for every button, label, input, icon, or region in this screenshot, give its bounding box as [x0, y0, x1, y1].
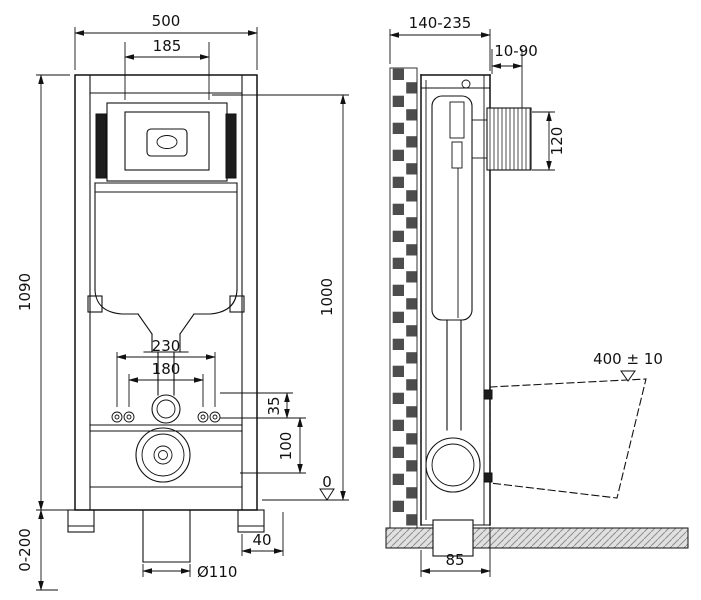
floor-section	[385, 527, 689, 549]
dim-front-width-185: 185	[153, 37, 182, 55]
dim-side-drain-offset-85: 85	[445, 551, 464, 569]
front-drain-pipe	[142, 509, 191, 563]
wall-section	[389, 67, 418, 529]
dim-front-width-180: 180	[152, 360, 181, 378]
left-bracket	[95, 113, 107, 179]
flush-bend-connector	[151, 394, 181, 424]
front-dimensions: 500 185 1090 0-200 1000 0	[16, 12, 349, 591]
seat-height-datum-triangle-icon	[620, 370, 636, 382]
dim-seat-height-400: 400 ± 10	[593, 350, 663, 368]
dim-datum-zero: 0	[322, 473, 332, 491]
fixing-holes	[111, 411, 221, 423]
flush-conduit	[472, 107, 532, 171]
dim-front-offset-40: 40	[252, 531, 271, 549]
flush-actuator	[146, 128, 188, 157]
dim-front-width-500: 500	[152, 12, 181, 30]
dim-side-finish-10-90: 10-90	[494, 42, 538, 60]
front-view: 500 185 1090 0-200 1000 0	[16, 12, 349, 591]
right-bracket	[225, 113, 237, 179]
side-dimensions: 140-235 10-90 120 400 ± 10 85	[389, 14, 663, 577]
floor-drain	[432, 519, 474, 557]
side-cistern	[425, 95, 481, 493]
side-frame	[420, 74, 491, 526]
dim-front-height-1000: 1000	[318, 278, 336, 316]
flush-plate-opening	[124, 111, 210, 171]
dim-front-offset-35: 35	[265, 396, 283, 415]
right-foot	[237, 509, 265, 533]
left-foot	[67, 509, 95, 533]
hanger-bolt	[461, 79, 471, 89]
right-wall-bracket	[229, 295, 245, 313]
drain-outlet	[135, 427, 191, 483]
dim-front-foot-adjust-0-200: 0-200	[16, 528, 34, 572]
dim-front-width-230: 230	[152, 337, 181, 355]
flush-valve	[451, 141, 463, 169]
dim-side-depth-140-235: 140-235	[409, 14, 472, 32]
side-view: 140-235 10-90 120 400 ± 10 85	[385, 14, 689, 577]
dim-side-conduit-120: 120	[548, 127, 566, 156]
front-frame	[67, 74, 265, 563]
left-wall-bracket	[87, 295, 103, 313]
datum-triangle-icon	[319, 488, 335, 501]
dim-front-offset-100: 100	[277, 432, 295, 461]
toilet-bowl-outline	[483, 378, 647, 499]
drain-elbow	[425, 437, 481, 493]
dim-front-drain-diameter: Ø110	[197, 563, 237, 581]
front-cistern	[87, 102, 245, 483]
dim-front-height-1090: 1090	[16, 273, 34, 311]
fill-valve	[449, 101, 465, 139]
